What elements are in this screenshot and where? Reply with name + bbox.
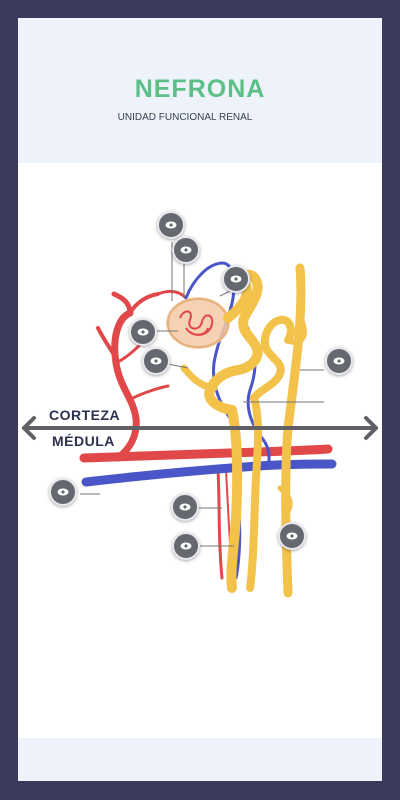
callout-lines <box>80 242 324 547</box>
hotspot-9[interactable] <box>278 522 306 550</box>
eye-icon <box>230 275 242 283</box>
footer-bar <box>18 738 382 781</box>
nephron-diagram <box>22 242 378 598</box>
hotspot-10[interactable] <box>172 532 200 560</box>
glomerulus <box>166 297 230 349</box>
hotspot-7[interactable] <box>49 478 77 506</box>
content-card: NEFRONA UNIDAD FUNCIONAL RENAL <box>18 18 382 781</box>
page-title: NEFRONA <box>134 75 266 103</box>
hotspot-4[interactable] <box>129 318 157 346</box>
eye-icon <box>137 328 149 336</box>
medulla-label: MÉDULA <box>52 433 115 449</box>
page-subtitle: UNIDAD FUNCIONAL RENAL <box>117 112 253 123</box>
cortex-label: CORTEZA <box>49 407 121 423</box>
hotspot-1[interactable] <box>157 211 185 239</box>
eye-icon <box>286 532 298 540</box>
eye-icon <box>165 221 177 229</box>
hotspot-2[interactable] <box>172 236 200 264</box>
header: NEFRONA UNIDAD FUNCIONAL RENAL <box>18 18 382 163</box>
eye-icon <box>150 357 162 365</box>
eye-icon <box>333 357 345 365</box>
cortex-medulla-divider <box>22 416 378 440</box>
hotspot-6[interactable] <box>325 347 353 375</box>
eye-icon <box>180 542 192 550</box>
hotspot-3[interactable] <box>222 265 250 293</box>
eye-icon <box>179 503 191 511</box>
eye-icon <box>180 246 192 254</box>
eye-icon <box>57 488 69 496</box>
hotspot-5[interactable] <box>142 347 170 375</box>
hotspot-8[interactable] <box>171 493 199 521</box>
